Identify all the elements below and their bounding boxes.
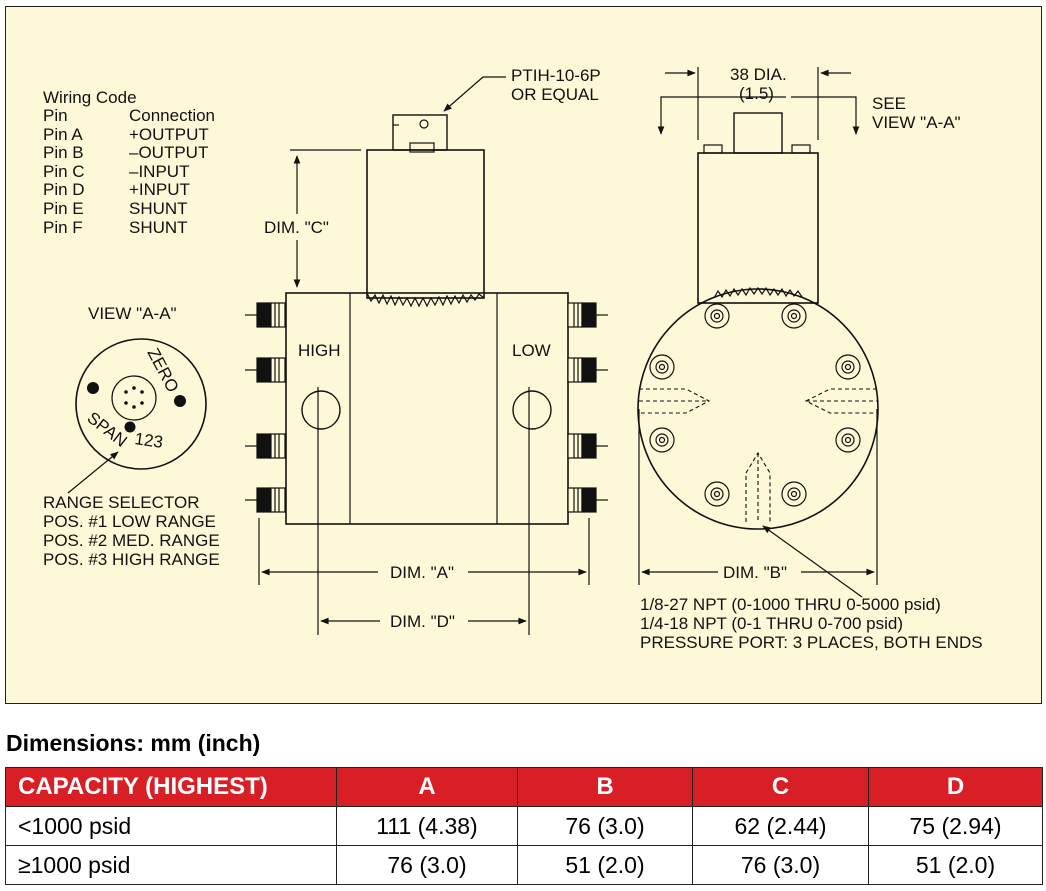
dim-c	[290, 149, 361, 288]
connector-plug	[392, 114, 448, 151]
wiring-connection: SHUNT	[129, 218, 188, 237]
table-cell: 51 (2.0)	[517, 845, 693, 885]
wiring-code: Wiring Code Pin Connection Pin A +OUTPUT…	[43, 88, 215, 237]
table-cell: <1000 psid	[5, 806, 337, 846]
dia-inch-label: (1.5)	[739, 84, 774, 103]
dia-dimension	[657, 67, 860, 140]
table-cell: 76 (3.0)	[517, 806, 693, 846]
see-view-label: VIEW "A-A"	[872, 113, 961, 132]
dial-dot	[124, 421, 136, 433]
dim-a	[258, 518, 590, 585]
position-numbers: 123	[133, 429, 164, 452]
low-label: LOW	[512, 341, 551, 360]
end-cap-bolts	[649, 303, 861, 507]
end-cap	[637, 288, 879, 530]
table-cell: 76 (3.0)	[336, 845, 518, 885]
high-label: HIGH	[298, 341, 341, 360]
wiring-pin: Pin F	[43, 218, 83, 237]
dimensions-title: Dimensions: mm (inch)	[6, 730, 261, 756]
connector-note-line1: PTIH-10-6P	[511, 66, 601, 85]
wiring-pin: Pin C	[43, 162, 85, 181]
connector-leader	[443, 76, 506, 112]
dim-b	[638, 409, 878, 598]
wiring-pin: Pin E	[43, 199, 84, 218]
column-header: CAPACITY (HIGHEST)	[5, 767, 337, 807]
dial-outline	[75, 338, 207, 470]
range-pos-1: POS. #1 LOW RANGE	[43, 512, 216, 531]
break-line	[366, 292, 485, 308]
wiring-title: Wiring Code	[43, 88, 137, 107]
connector-pins	[124, 386, 144, 409]
wiring-header-pin: Pin	[43, 106, 68, 125]
see-label: SEE	[872, 94, 906, 113]
table-cell: ≥1000 psid	[5, 845, 337, 885]
port-note-line3: PRESSURE PORT: 3 PLACES, BOTH ENDS	[640, 633, 983, 652]
table-cell: 51 (2.0)	[868, 845, 1043, 885]
column-header: D	[868, 767, 1043, 807]
range-selector: RANGE SELECTOR POS. #1 LOW RANGE POS. #2…	[43, 493, 220, 569]
table-header-row: CAPACITY (HIGHEST) A B C D	[5, 767, 1043, 807]
range-pos-2: POS. #2 MED. RANGE	[43, 531, 220, 550]
column-header: B	[517, 767, 693, 807]
range-pos-3: POS. #3 HIGH RANGE	[43, 550, 220, 569]
dial-dot	[87, 382, 99, 394]
technical-drawing: Wiring Code Pin Connection Pin A +OUTPUT…	[5, 6, 1042, 704]
port-note-line1: 1/8-27 NPT (0-1000 THRU 0-5000 psid)	[640, 595, 941, 614]
wiring-connection: SHUNT	[129, 199, 188, 218]
zero-label: ZERO	[143, 345, 182, 396]
leader-line	[67, 451, 119, 494]
wiring-pin: Pin D	[43, 180, 85, 199]
column-header: A	[336, 767, 518, 807]
front-view	[285, 114, 569, 525]
side-view	[637, 112, 879, 530]
dim-d	[317, 387, 530, 635]
table-row: ≥1000 psid 76 (3.0) 51 (2.0) 76 (3.0) 51…	[5, 845, 1043, 885]
dim-d-label: DIM. "D"	[390, 612, 455, 631]
table-row: <1000 psid 111 (4.38) 76 (3.0) 62 (2.44)…	[5, 806, 1043, 846]
dimensions-table: CAPACITY (HIGHEST) A B C D <1000 psid 11…	[5, 767, 1043, 885]
body-outline	[285, 292, 569, 525]
wiring-pin: Pin B	[43, 143, 84, 162]
connector-face	[111, 375, 157, 421]
wiring-pin: Pin A	[43, 125, 83, 144]
column-header: C	[692, 767, 869, 807]
range-title: RANGE SELECTOR	[43, 493, 200, 512]
wiring-connection: +OUTPUT	[129, 125, 209, 144]
dia-label: 38 DIA.	[730, 65, 787, 84]
dim-c-label: DIM. "C"	[264, 218, 329, 237]
side-bolts	[245, 302, 608, 513]
view-aa-label: VIEW "A-A"	[88, 304, 177, 323]
connector-note-line2: OR EQUAL	[511, 85, 599, 104]
wiring-connection: +INPUT	[129, 180, 190, 199]
pressure-port-high	[301, 390, 341, 430]
port-hidden-lines	[639, 388, 877, 522]
table-cell: 111 (4.38)	[336, 806, 518, 846]
dim-b-label: DIM. "B"	[723, 563, 787, 582]
drawing-svg: Wiring Code Pin Connection Pin A +OUTPUT…	[43, 65, 983, 652]
table-cell: 75 (2.94)	[868, 806, 1043, 846]
dim-a-label: DIM. "A"	[390, 563, 454, 582]
port-note-line2: 1/4-18 NPT (0-1 THRU 0-700 psid)	[640, 614, 903, 633]
wiring-header-connection: Connection	[129, 106, 215, 125]
side-housing	[697, 152, 819, 304]
pressure-port-low	[512, 390, 552, 430]
wiring-connection: –INPUT	[129, 162, 189, 181]
view-aa: VIEW "A-A" ZERO SPAN 123	[67, 304, 207, 494]
table-cell: 62 (2.44)	[692, 806, 869, 846]
side-connector	[733, 112, 783, 154]
table-cell: 76 (3.0)	[692, 845, 869, 885]
sensor-housing	[366, 149, 485, 299]
wiring-connection: –OUTPUT	[129, 143, 208, 162]
dial-dot	[174, 395, 186, 407]
